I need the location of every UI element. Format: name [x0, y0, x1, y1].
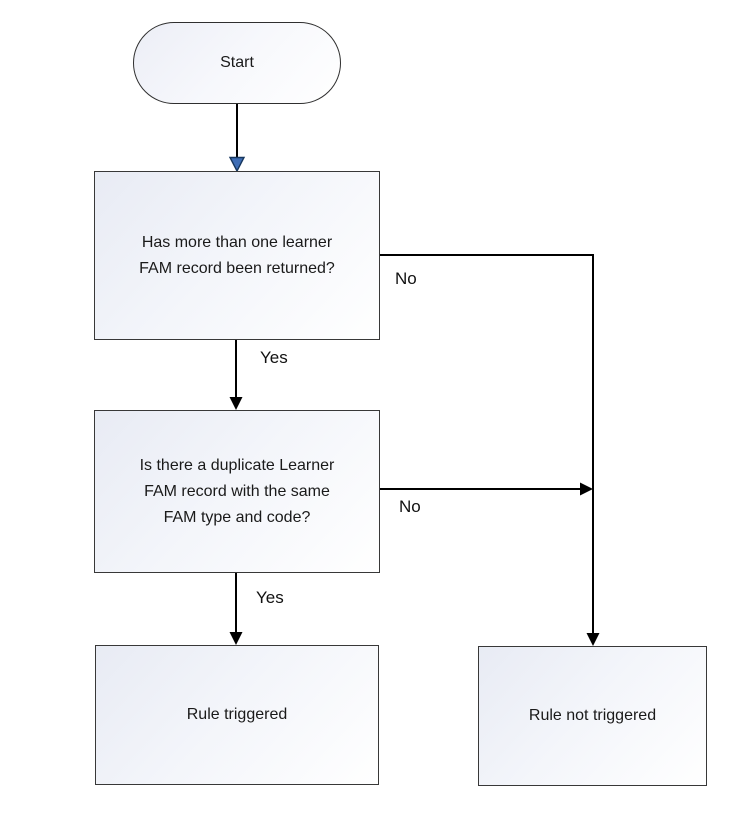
- node-question-duplicate-fam-record: Is there a duplicate Learner FAM record …: [94, 410, 380, 573]
- edge-label-q1-no: No: [395, 269, 417, 288]
- node-rule-triggered: Rule triggered: [95, 645, 379, 785]
- node-start-label: Start: [220, 54, 254, 71]
- node-question-duplicate-fam-record-label: Is there a duplicate Learner FAM record …: [139, 456, 335, 526]
- arrowhead-down-icon: [229, 397, 243, 410]
- node-rule-triggered-label: Rule triggered: [186, 706, 288, 723]
- node-rule-not-triggered: Rule not triggered: [478, 646, 707, 786]
- node-question-fam-records-returned: Has more than one learner FAM record bee…: [94, 171, 380, 340]
- edge-q1-no-to-rule-not-triggered: [380, 254, 594, 633]
- arrowhead-down-icon: [229, 632, 243, 645]
- node-question-fam-records-returned-label: Has more than one learner FAM record bee…: [139, 233, 335, 277]
- arrowhead-right-icon: [580, 482, 593, 496]
- edge-label-q2-yes: Yes: [256, 588, 284, 607]
- arrowhead-down-icon: [586, 633, 600, 646]
- node-start: Start: [133, 22, 341, 104]
- node-rule-not-triggered-label: Rule not triggered: [528, 707, 657, 724]
- edge-label-q1-yes: Yes: [260, 348, 288, 367]
- edge-label-q2-no: No: [399, 497, 421, 516]
- arrowhead-down-icon: [228, 156, 246, 173]
